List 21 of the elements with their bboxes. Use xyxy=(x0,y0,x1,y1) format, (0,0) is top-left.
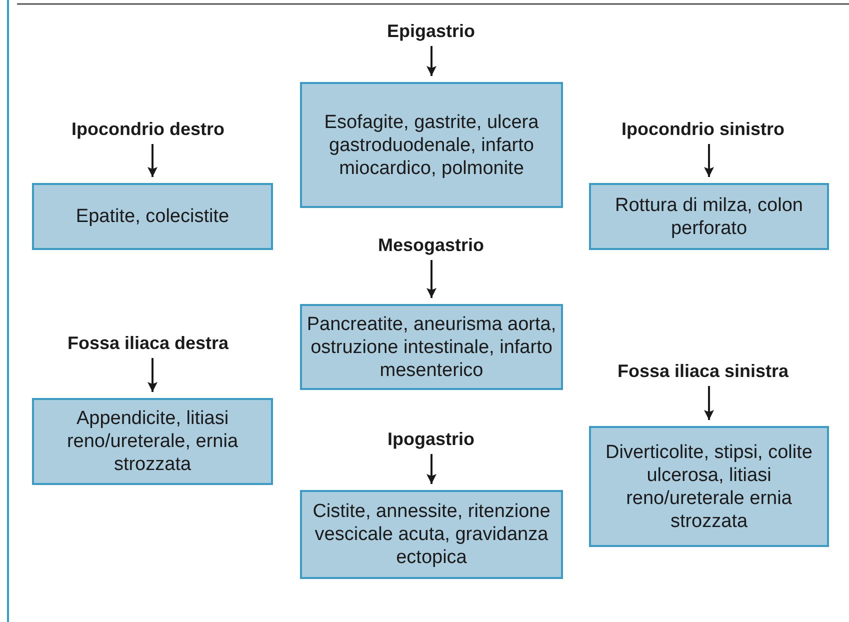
region-label: Epigastrio xyxy=(387,20,475,42)
condition-box: Pancreatite, aneurisma aorta, ostruzione intestinale, infarto mesenterico xyxy=(300,304,563,390)
arrow xyxy=(704,386,714,420)
region-label: Fossa iliaca destra xyxy=(67,332,229,354)
condition-box: Diverticolite, stipsi, colite ulcerosa, litiasi reno/ureterale ernia strozzata xyxy=(589,426,829,547)
region-label: Fossa iliaca sinistra xyxy=(617,360,789,382)
condition-box: Cistite, annessite, ritenzione vescicale acuta, gravidanza ectopica xyxy=(300,490,563,579)
condition-box: Appendicite, litiasi reno/ureterale, ernia strozzata xyxy=(32,398,273,485)
region-label: Ipogastrio xyxy=(388,428,474,450)
condition-box: Rottura di milza, colon perforato xyxy=(589,183,829,250)
arrow xyxy=(148,144,158,177)
arrow xyxy=(704,144,714,177)
condition-box: Esofagite, gastrite, ulcera gastroduodenale, infarto miocardico, polmonite xyxy=(300,82,563,208)
condition-box: Epatite, colecistite xyxy=(32,183,273,250)
region-label: Mesogastrio xyxy=(378,234,484,256)
arrow xyxy=(148,358,158,392)
region-label: Ipocondrio destro xyxy=(72,118,224,140)
region-label: Ipocondrio sinistro xyxy=(622,118,784,140)
arrow xyxy=(426,46,436,76)
arrow xyxy=(426,454,436,484)
arrow xyxy=(426,260,436,298)
